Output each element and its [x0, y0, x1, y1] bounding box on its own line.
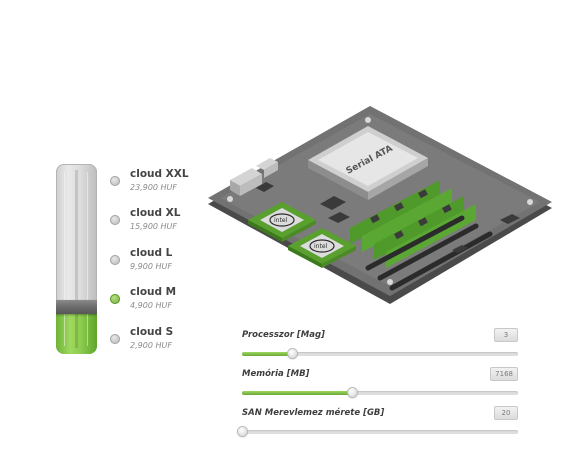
processor-icon: intel: [248, 202, 316, 242]
slider-handle[interactable]: [238, 427, 247, 436]
slider-track[interactable]: [242, 430, 518, 434]
plan-name: cloud XL: [130, 207, 181, 219]
plan-name: cloud L: [130, 247, 173, 259]
radio-dot-icon[interactable]: [110, 255, 120, 265]
slider-value[interactable]: 20: [494, 406, 518, 420]
slider-track[interactable]: [242, 352, 518, 356]
plan-slider-fill: [56, 306, 97, 354]
motherboard-icon: Serial ATA intel intel: [208, 106, 552, 304]
radio-dot-icon[interactable]: [110, 334, 120, 344]
memory-slider[interactable]: Memória [MB] 7168: [242, 367, 518, 403]
slider-value[interactable]: 3: [494, 328, 518, 342]
plan-price: 2,900 HUF: [130, 341, 172, 350]
plan-option-cloud-l[interactable]: cloud L 9,900 HUF: [108, 247, 218, 277]
expansion-slots: [365, 215, 493, 291]
plan-name: cloud XXL: [130, 168, 189, 180]
slider-value[interactable]: 7168: [490, 367, 518, 381]
plan-vertical-slider[interactable]: [56, 164, 97, 354]
plan-option-cloud-xl[interactable]: cloud XL 15,900 HUF: [108, 207, 218, 237]
cpu-cores-slider[interactable]: Processzor [Mag] 3: [242, 328, 518, 364]
slider-label: SAN Merevlemez mérete [GB]: [242, 408, 385, 418]
processor-icon: intel: [288, 228, 356, 268]
io-ports-icon: [230, 158, 278, 196]
plan-option-cloud-xxl[interactable]: cloud XXL 23,900 HUF: [108, 168, 218, 198]
slider-handle[interactable]: [348, 388, 358, 397]
san-disk-slider[interactable]: SAN Merevlemez mérete [GB] 20: [238, 406, 518, 442]
plan-option-cloud-m[interactable]: cloud M 4,900 HUF: [108, 286, 218, 316]
plan-slider-groove: [75, 170, 78, 348]
radio-dot-icon[interactable]: [110, 215, 120, 225]
plan-option-cloud-s[interactable]: cloud S 2,900 HUF: [108, 326, 218, 356]
plan-price: 9,900 HUF: [130, 262, 172, 271]
plan-name: cloud M: [130, 286, 177, 298]
plan-slider-handle[interactable]: [56, 299, 97, 314]
radio-dot-icon[interactable]: [110, 294, 120, 304]
slider-fill: [242, 352, 292, 356]
slider-handle[interactable]: [287, 349, 297, 358]
slider-track[interactable]: [242, 391, 518, 395]
plan-price: 4,900 HUF: [130, 301, 172, 310]
plan-name: cloud S: [130, 326, 174, 338]
slider-fill: [242, 391, 353, 395]
plan-price: 23,900 HUF: [130, 183, 178, 192]
radio-dot-icon[interactable]: [110, 176, 120, 186]
memory-module-icon: [350, 180, 476, 268]
slider-label: Memória [MB]: [242, 369, 310, 379]
cpu-brand: intel: [314, 243, 328, 250]
hard-drive-icon: Serial ATA: [308, 126, 428, 200]
cpu-brand: intel: [274, 217, 288, 224]
slider-label: Processzor [Mag]: [242, 330, 325, 340]
plan-price: 15,900 HUF: [130, 222, 178, 231]
